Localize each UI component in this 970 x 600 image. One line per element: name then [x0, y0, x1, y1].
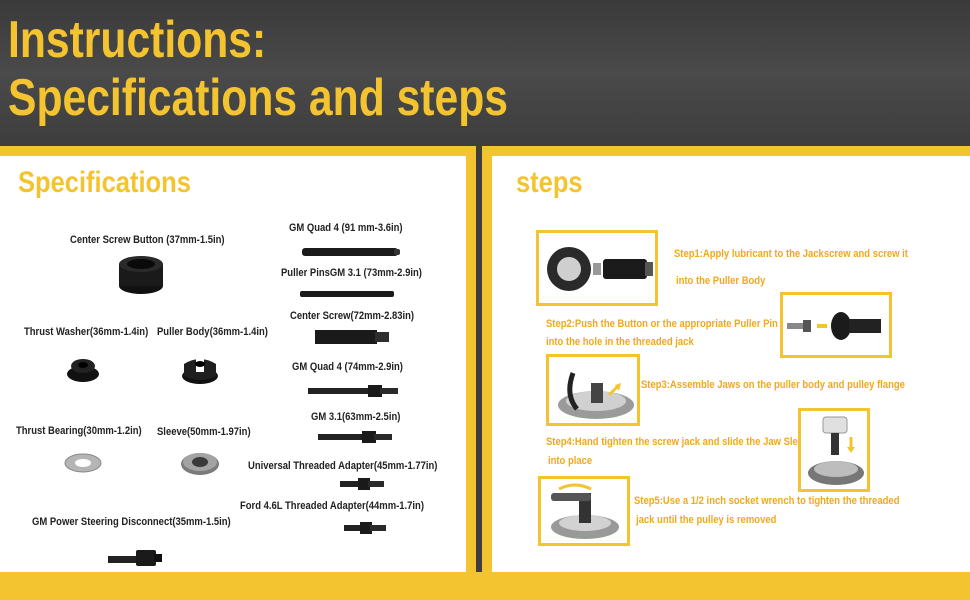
center-screw-button-icon — [119, 256, 163, 294]
header-banner: Instructions: Specifications and steps — [0, 0, 970, 146]
spec-label-gm-31: GM 3.1(63mm-2.5in) — [311, 411, 401, 423]
jackscrew-puller-body-icon — [547, 247, 653, 291]
step1-text-line2: into the Puller Body — [676, 275, 766, 287]
center-screw-icon — [315, 330, 389, 344]
specifications-panel: Specifications Center Screw Button (37mm… — [0, 156, 466, 572]
spec-label-center-screw: Center Screw(72mm-2.83in) — [290, 310, 415, 322]
spec-label-gm-power-steering: GM Power Steering Disconnect(35mm-1.5in) — [32, 516, 231, 528]
spec-label-sleeve: Sleeve(50mm-1.97in) — [157, 426, 251, 438]
gm-power-steering-disconnect-icon — [108, 550, 162, 566]
button-into-jack-icon — [787, 312, 881, 340]
jaws-assembly-icon — [558, 372, 634, 419]
puller-body-icon — [182, 358, 218, 384]
spec-label-puller-body: Puller Body(36mm-1.4in) — [157, 326, 268, 338]
step1-image — [536, 230, 658, 306]
spec-label-universal-adapter: Universal Threaded Adapter(45mm-1.77in) — [248, 460, 438, 472]
step2-text-line2: into the hole in the threaded jack — [546, 336, 694, 348]
gm-quad4-91-icon — [302, 248, 400, 256]
spec-label-gm-quad4-74: GM Quad 4 (74mm-2.9in) — [292, 361, 403, 373]
step5-text-line2: jack until the pulley is removed — [636, 514, 777, 526]
universal-threaded-adapter-icon — [340, 478, 384, 490]
spec-label-center-screw-button: Center Screw Button (37mm-1.5in) — [70, 234, 225, 246]
thrust-washer-icon — [67, 359, 99, 382]
header-title-line1: Instructions: — [8, 11, 267, 69]
thrust-bearing-icon — [64, 453, 102, 473]
panel-divider — [476, 146, 482, 572]
jaw-sleeve-slide-icon — [808, 416, 864, 485]
gm-quad4-74-icon — [308, 385, 398, 397]
step4-text-line1: Step4:Hand tighten the screw jack and sl… — [546, 436, 814, 448]
gm-31-icon — [318, 431, 392, 443]
step2-text-line1: Step2:Push the Button or the appropriate… — [546, 318, 778, 330]
step4-image — [798, 408, 870, 492]
puller-pins-icon — [300, 291, 394, 297]
socket-wrench-icon — [551, 483, 619, 539]
spec-label-ford-adapter: Ford 4.6L Threaded Adapter(44mm-1.7in) — [240, 500, 424, 512]
step3-text: Step3:Assemble Jaws on the puller body a… — [641, 379, 905, 391]
sleeve-icon — [181, 453, 219, 475]
steps-title: steps — [516, 166, 583, 199]
step4-text-line2: into place — [548, 455, 593, 467]
specifications-title: Specifications — [18, 166, 191, 199]
ford-threaded-adapter-icon — [344, 522, 386, 534]
step2-image — [780, 292, 892, 358]
spec-label-thrust-bearing: Thrust Bearing(30mm-1.2in) — [16, 425, 142, 437]
steps-panel: steps Step1:Apply lubricant to the Jacks… — [492, 156, 970, 572]
spec-label-gm-quad4-91: GM Quad 4 (91 mm-3.6in) — [289, 222, 403, 234]
step3-image — [546, 354, 640, 426]
step5-image — [538, 476, 630, 546]
spec-label-thrust-washer: Thrust Washer(36mm-1.4in) — [24, 326, 149, 338]
step1-text-line1: Step1:Apply lubricant to the Jackscrew a… — [674, 248, 908, 260]
spec-label-puller-pins: Puller PinsGM 3.1 (73mm-2.9in) — [281, 267, 422, 279]
step5-text-line1: Step5:Use a 1/2 inch socket wrench to ti… — [634, 495, 900, 507]
header-title-line2: Specifications and steps — [8, 69, 508, 127]
